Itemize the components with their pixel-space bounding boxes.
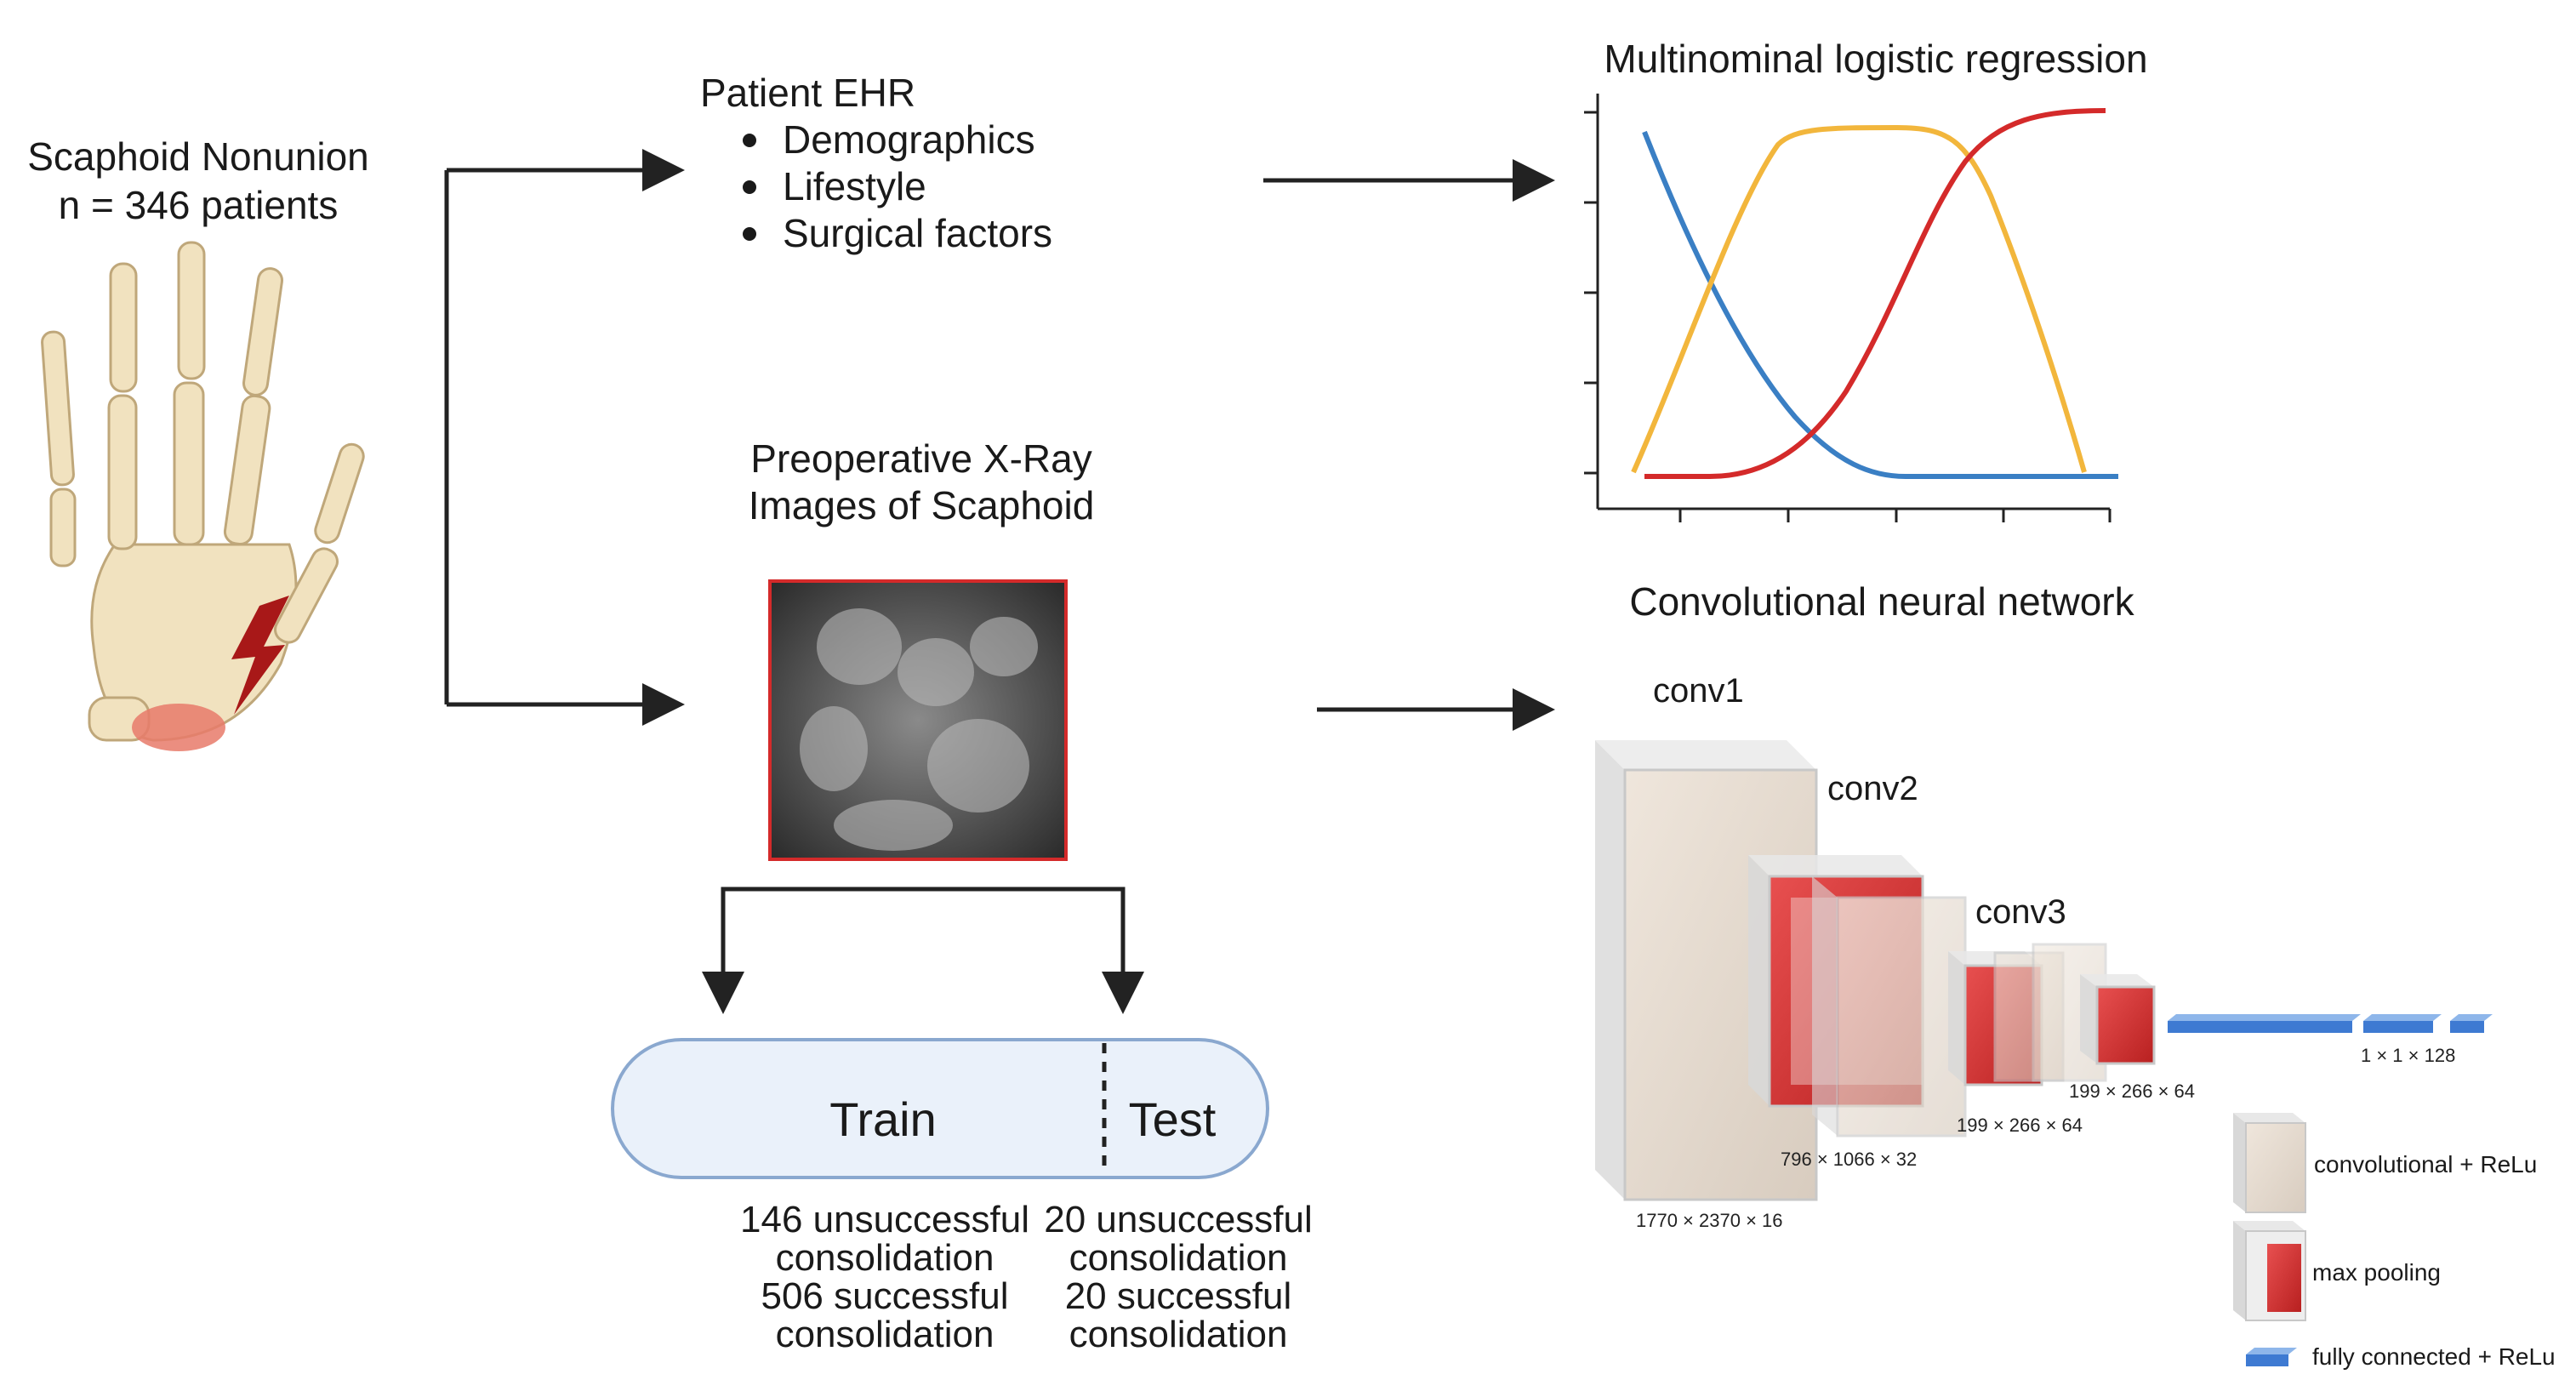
cnn-legend: convolutional + ReLu max pooling fully c… (2233, 1113, 2556, 1370)
test-stats: 20 unsuccessful consolidation 20 success… (1044, 1199, 1313, 1355)
regression-title: Multinominal logistic regression (1604, 37, 2147, 81)
dim-pool: 199 × 266 × 64 (2069, 1081, 2195, 1102)
cnn-block-fc (2168, 1014, 2493, 1033)
curve-blue (1642, 130, 2118, 479)
svg-text:consolidation: consolidation (1069, 1237, 1288, 1279)
ehr-title: Patient EHR (700, 71, 915, 115)
fracture-bolt-icon (231, 596, 289, 715)
svg-text:146 unsuccessful: 146 unsuccessful (740, 1199, 1029, 1240)
train-label: Train (829, 1092, 937, 1146)
branch-arrows (444, 149, 685, 726)
legend-fc-swatch (2246, 1348, 2297, 1366)
svg-text:consolidation: consolidation (776, 1314, 994, 1355)
legend-conv-label: convolutional + ReLu (2314, 1151, 2537, 1177)
xray-image (768, 579, 1068, 861)
dim-fc: 1 × 1 × 128 (2361, 1045, 2455, 1066)
cnn-title: Convolutional neural network (1629, 579, 2134, 624)
legend-conv-swatch (2233, 1113, 2306, 1213)
ehr-list: Demographics Lifestyle Surgical factors (743, 117, 1052, 255)
dim-conv1: 1770 × 2370 × 16 (1636, 1210, 1783, 1231)
xray-title-line2: Images of Scaphoid (749, 483, 1095, 527)
hand-illustration (41, 241, 365, 742)
curve-red (1644, 108, 2106, 479)
cnn-architecture: conv1 1770 × 2370 × 16 conv2 796 × 1066 … (1595, 672, 2493, 1231)
cnn-block-conv2 (1748, 855, 1967, 1138)
xray-title-line1: Preoperative X-Ray (750, 436, 1091, 481)
svg-text:20 successful: 20 successful (1065, 1275, 1292, 1317)
svg-text:consolidation: consolidation (1069, 1314, 1288, 1355)
legend-pool-label: max pooling (2312, 1259, 2441, 1286)
cnn-block-conv3 (1948, 943, 2107, 1086)
ehr-item-demographics: Demographics (783, 117, 1035, 162)
test-label: Test (1129, 1092, 1217, 1146)
ehr-item-surgical: Surgical factors (783, 211, 1052, 255)
label-conv1: conv1 (1653, 672, 1744, 710)
train-stats: 146 unsuccessful consolidation 506 succe… (740, 1199, 1029, 1355)
cohort-count: n = 346 patients (59, 183, 339, 227)
svg-text:506 successful: 506 successful (761, 1275, 1008, 1317)
legend-fc-label: fully connected + ReLu (2312, 1343, 2556, 1370)
ehr-item-lifestyle: Lifestyle (783, 164, 926, 208)
label-conv3: conv3 (1975, 893, 2066, 931)
cnn-block-pool (2080, 974, 2156, 1065)
curve-yellow (1631, 124, 2087, 474)
cohort-title: Scaphoid Nonunion (27, 134, 369, 179)
split-arrows (702, 887, 1144, 1014)
dim-conv2: 796 × 1066 × 32 (1781, 1149, 1917, 1170)
svg-text:20 unsuccessful: 20 unsuccessful (1044, 1199, 1313, 1240)
dim-conv3: 199 × 266 × 64 (1957, 1115, 2083, 1136)
svg-text:consolidation: consolidation (776, 1237, 994, 1279)
legend-pool-swatch (2233, 1221, 2306, 1321)
scaphoid-highlight (132, 704, 225, 751)
label-conv2: conv2 (1827, 770, 1918, 807)
regression-plot (1584, 94, 2118, 522)
